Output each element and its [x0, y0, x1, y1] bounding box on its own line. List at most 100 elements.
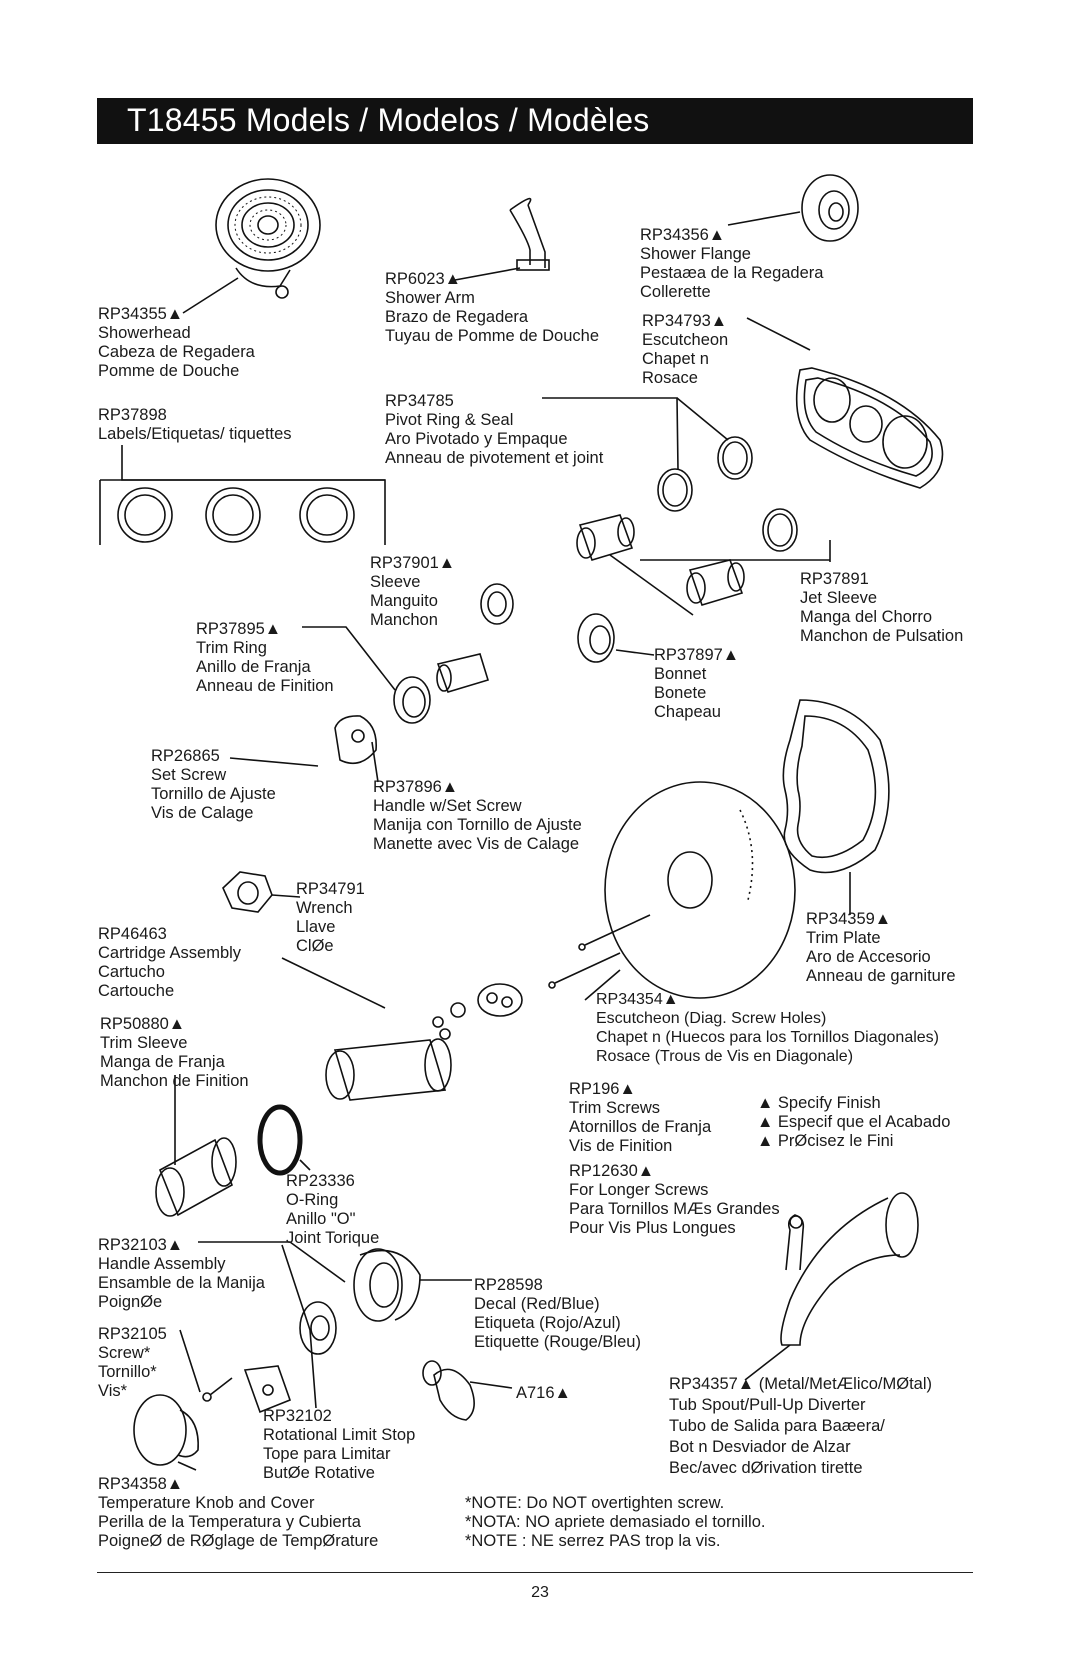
- shower-arm-illustration: [509, 197, 550, 271]
- part-name-fr: ClØe: [296, 937, 334, 955]
- rotational-limit-stop-illustration: [299, 1301, 337, 1355]
- part-name-es: Aro Pivotado y Empaque: [385, 430, 568, 448]
- part-name-es: Manga de Franja: [100, 1053, 225, 1071]
- callout-rp34359: RP34359▲ Trim Plate Aro de Accesorio Ann…: [806, 910, 956, 986]
- part-name-en: Escutcheon: [642, 331, 729, 349]
- callout-a716: A716▲: [516, 1384, 571, 1403]
- callout-rp37897: RP37897▲ Bonnet Bonete Chapeau: [654, 646, 739, 722]
- tub-spout-illustration: [780, 1192, 919, 1346]
- part-name-en: O-Ring: [286, 1191, 339, 1209]
- part-number: RP26865: [151, 747, 220, 765]
- part-name-fr: Chapeau: [654, 703, 721, 721]
- footer-divider: [97, 1572, 973, 1573]
- part-name-es: Ensamble de la Manija: [98, 1274, 265, 1292]
- part-name-fr: Joint Torique: [286, 1229, 380, 1247]
- part-name-fr: Collerette: [640, 283, 711, 301]
- part-name-en: Jet Sleeve: [800, 589, 878, 607]
- handle-assembly-illustration: [353, 1248, 421, 1322]
- pivot-ring-illustration: [657, 436, 798, 552]
- handle-illustration: [334, 715, 377, 765]
- part-name-en: Handle w/Set Screw: [373, 797, 522, 815]
- part-number: RP37897▲: [654, 646, 740, 664]
- wrench-illustration: [222, 871, 273, 913]
- part-name-en: Trim Plate: [806, 929, 881, 947]
- page-number: 23: [531, 1584, 549, 1601]
- callout-rp34791: RP34791 Wrench Llave ClØe: [296, 880, 365, 956]
- callout-rp34358: RP34358▲ Temperature Knob and Cover Peri…: [98, 1475, 378, 1551]
- part-name-fr: Anneau de pivotement et joint: [385, 449, 604, 467]
- part-name-fr: Rosace (Trous de Vis en Diagonale): [596, 1048, 854, 1065]
- part-number: RP34359▲: [806, 910, 892, 928]
- callout-rp23336: RP23336 O-Ring Anillo "O" Joint Torique: [286, 1172, 379, 1248]
- callout-rp34355: RP34355▲ Showerhead Cabeza de Regadera P…: [98, 305, 255, 381]
- part-name-es: Aro de Accesorio: [806, 948, 931, 966]
- part-name-es: Perilla de la Temperatura y Cubierta: [98, 1513, 361, 1531]
- part-number: RP12630▲: [569, 1162, 655, 1180]
- part-number: RP32102: [263, 1407, 332, 1425]
- part-number: RP32105: [98, 1325, 167, 1343]
- part-number: RP6023▲: [385, 270, 461, 288]
- callout-rp32103: RP32103▲ Handle Assembly Ensamble de la …: [98, 1236, 265, 1312]
- part-name-en: Set Screw: [151, 766, 227, 784]
- part-name-fr: Manchon de Pulsation: [800, 627, 964, 645]
- part-number: RP50880▲: [100, 1015, 186, 1033]
- part-name-en: For Longer Screws: [569, 1181, 709, 1199]
- decal-illustration: [422, 1360, 475, 1421]
- part-name-es: Llave: [296, 918, 336, 936]
- part-number: RP28598: [474, 1276, 543, 1294]
- part-name-en: Rotational Limit Stop: [263, 1426, 416, 1444]
- part-name-en: Escutcheon (Diag. Screw Holes): [596, 1010, 827, 1027]
- part-name-es: Manga del Chorro: [800, 608, 933, 626]
- part-number: RP37898: [98, 406, 167, 424]
- part-name-fr: Manchon: [370, 611, 438, 629]
- part-number: RP34356▲: [640, 226, 726, 244]
- part-name-fr: Vis de Finition: [569, 1137, 673, 1155]
- trim-screws-illustration: [548, 914, 651, 989]
- bonnet-illustration: [577, 613, 615, 663]
- part-name-en: Showerhead: [98, 324, 191, 342]
- part-number: RP37891: [800, 570, 869, 588]
- sleeve-illustration: [436, 583, 514, 693]
- part-name-en: Trim Screws: [569, 1099, 661, 1117]
- o-ring-illustration: [257, 1104, 303, 1176]
- part-name-es: Chapet n (Huecos para los Tornillos Diag…: [596, 1029, 939, 1046]
- part-number: RP34355▲: [98, 305, 184, 323]
- part-number: RP37896▲: [373, 778, 459, 796]
- part-number: RP196▲: [569, 1080, 636, 1098]
- trim-plate-illustration: [782, 699, 890, 874]
- callout-rp34354: RP34354▲ Escutcheon (Diag. Screw Holes) …: [596, 990, 939, 1066]
- part-name-es: Atornillos de Franja: [569, 1118, 712, 1136]
- part-name-fr: Cartouche: [98, 982, 175, 1000]
- part-name-es: Tornillo de Ajuste: [151, 785, 276, 803]
- part-name-en: Wrench: [296, 899, 353, 917]
- part-number: RP46463: [98, 925, 167, 943]
- part-name: Labels/Etiquetas/ tiquettes: [98, 425, 292, 443]
- part-name-fr: PoigneØ de RØglage de TempØrature: [98, 1532, 379, 1550]
- part-name-en: Temperature Knob and Cover: [98, 1494, 315, 1512]
- round-escutcheon-illustration: [604, 781, 796, 999]
- part-name-es: Pestaæa de la Regadera: [640, 264, 824, 282]
- labels-illustration: [117, 487, 355, 543]
- part-number: RP34785: [385, 392, 454, 410]
- part-number: RP37901▲: [370, 554, 456, 572]
- part-number: RP34357▲ (Metal/MetÆlico/MØtal): [669, 1375, 932, 1393]
- title-bar: T18455 Models / Modelos / Modèles: [97, 98, 973, 144]
- callout-rp37901: RP37901▲ Sleeve Manguito Manchon: [370, 554, 455, 630]
- part-name-fr: Manchon de Finition: [100, 1072, 249, 1090]
- part-number: RP34791: [296, 880, 365, 898]
- part-name-fr: Bec/avec dØrivation tirette: [669, 1459, 863, 1477]
- temperature-knob-illustration: [133, 1394, 199, 1466]
- callout-rp32102: RP32102 Rotational Limit Stop Tope para …: [263, 1407, 415, 1483]
- part-name-en: Trim Ring: [196, 639, 267, 657]
- callout-rp34356: RP34356▲ Shower Flange Pestaæa de la Reg…: [640, 226, 823, 302]
- part-name-es: Bonete: [654, 684, 707, 702]
- finish-note-fr: ▲ PrØcisez le Fini: [757, 1132, 894, 1150]
- callout-rp12630: RP12630▲ For Longer Screws Para Tornillo…: [569, 1162, 780, 1238]
- callout-rp37895: RP37895▲ Trim Ring Anillo de Franja Anne…: [196, 620, 334, 696]
- part-name-es: Cartucho: [98, 963, 165, 981]
- part-number: A716▲: [516, 1384, 571, 1402]
- part-name-fr: Etiquette (Rouge/Bleu): [474, 1333, 641, 1351]
- part-name-es: Brazo de Regadera: [385, 308, 529, 326]
- part-name-en: Shower Arm: [385, 289, 475, 307]
- callout-rp26865: RP26865 Set Screw Tornillo de Ajuste Vis…: [151, 747, 276, 823]
